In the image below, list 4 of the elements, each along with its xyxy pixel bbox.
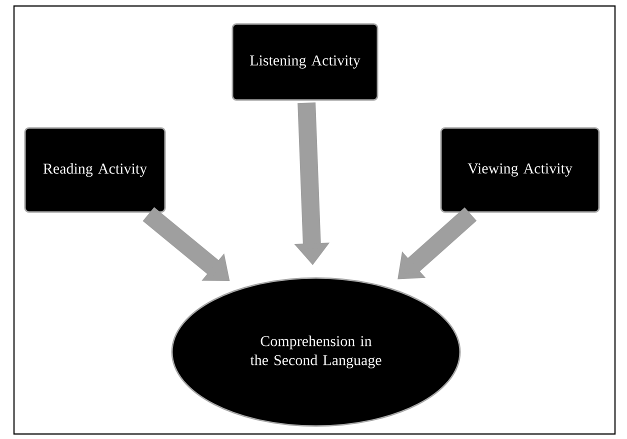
activity-box: Reading Activity: [24, 127, 166, 213]
activity-box: Viewing Activity: [440, 127, 600, 213]
ellipse-node: Comprehension in the Second Language: [171, 277, 461, 427]
activity-box: Listening Activity: [232, 23, 378, 101]
